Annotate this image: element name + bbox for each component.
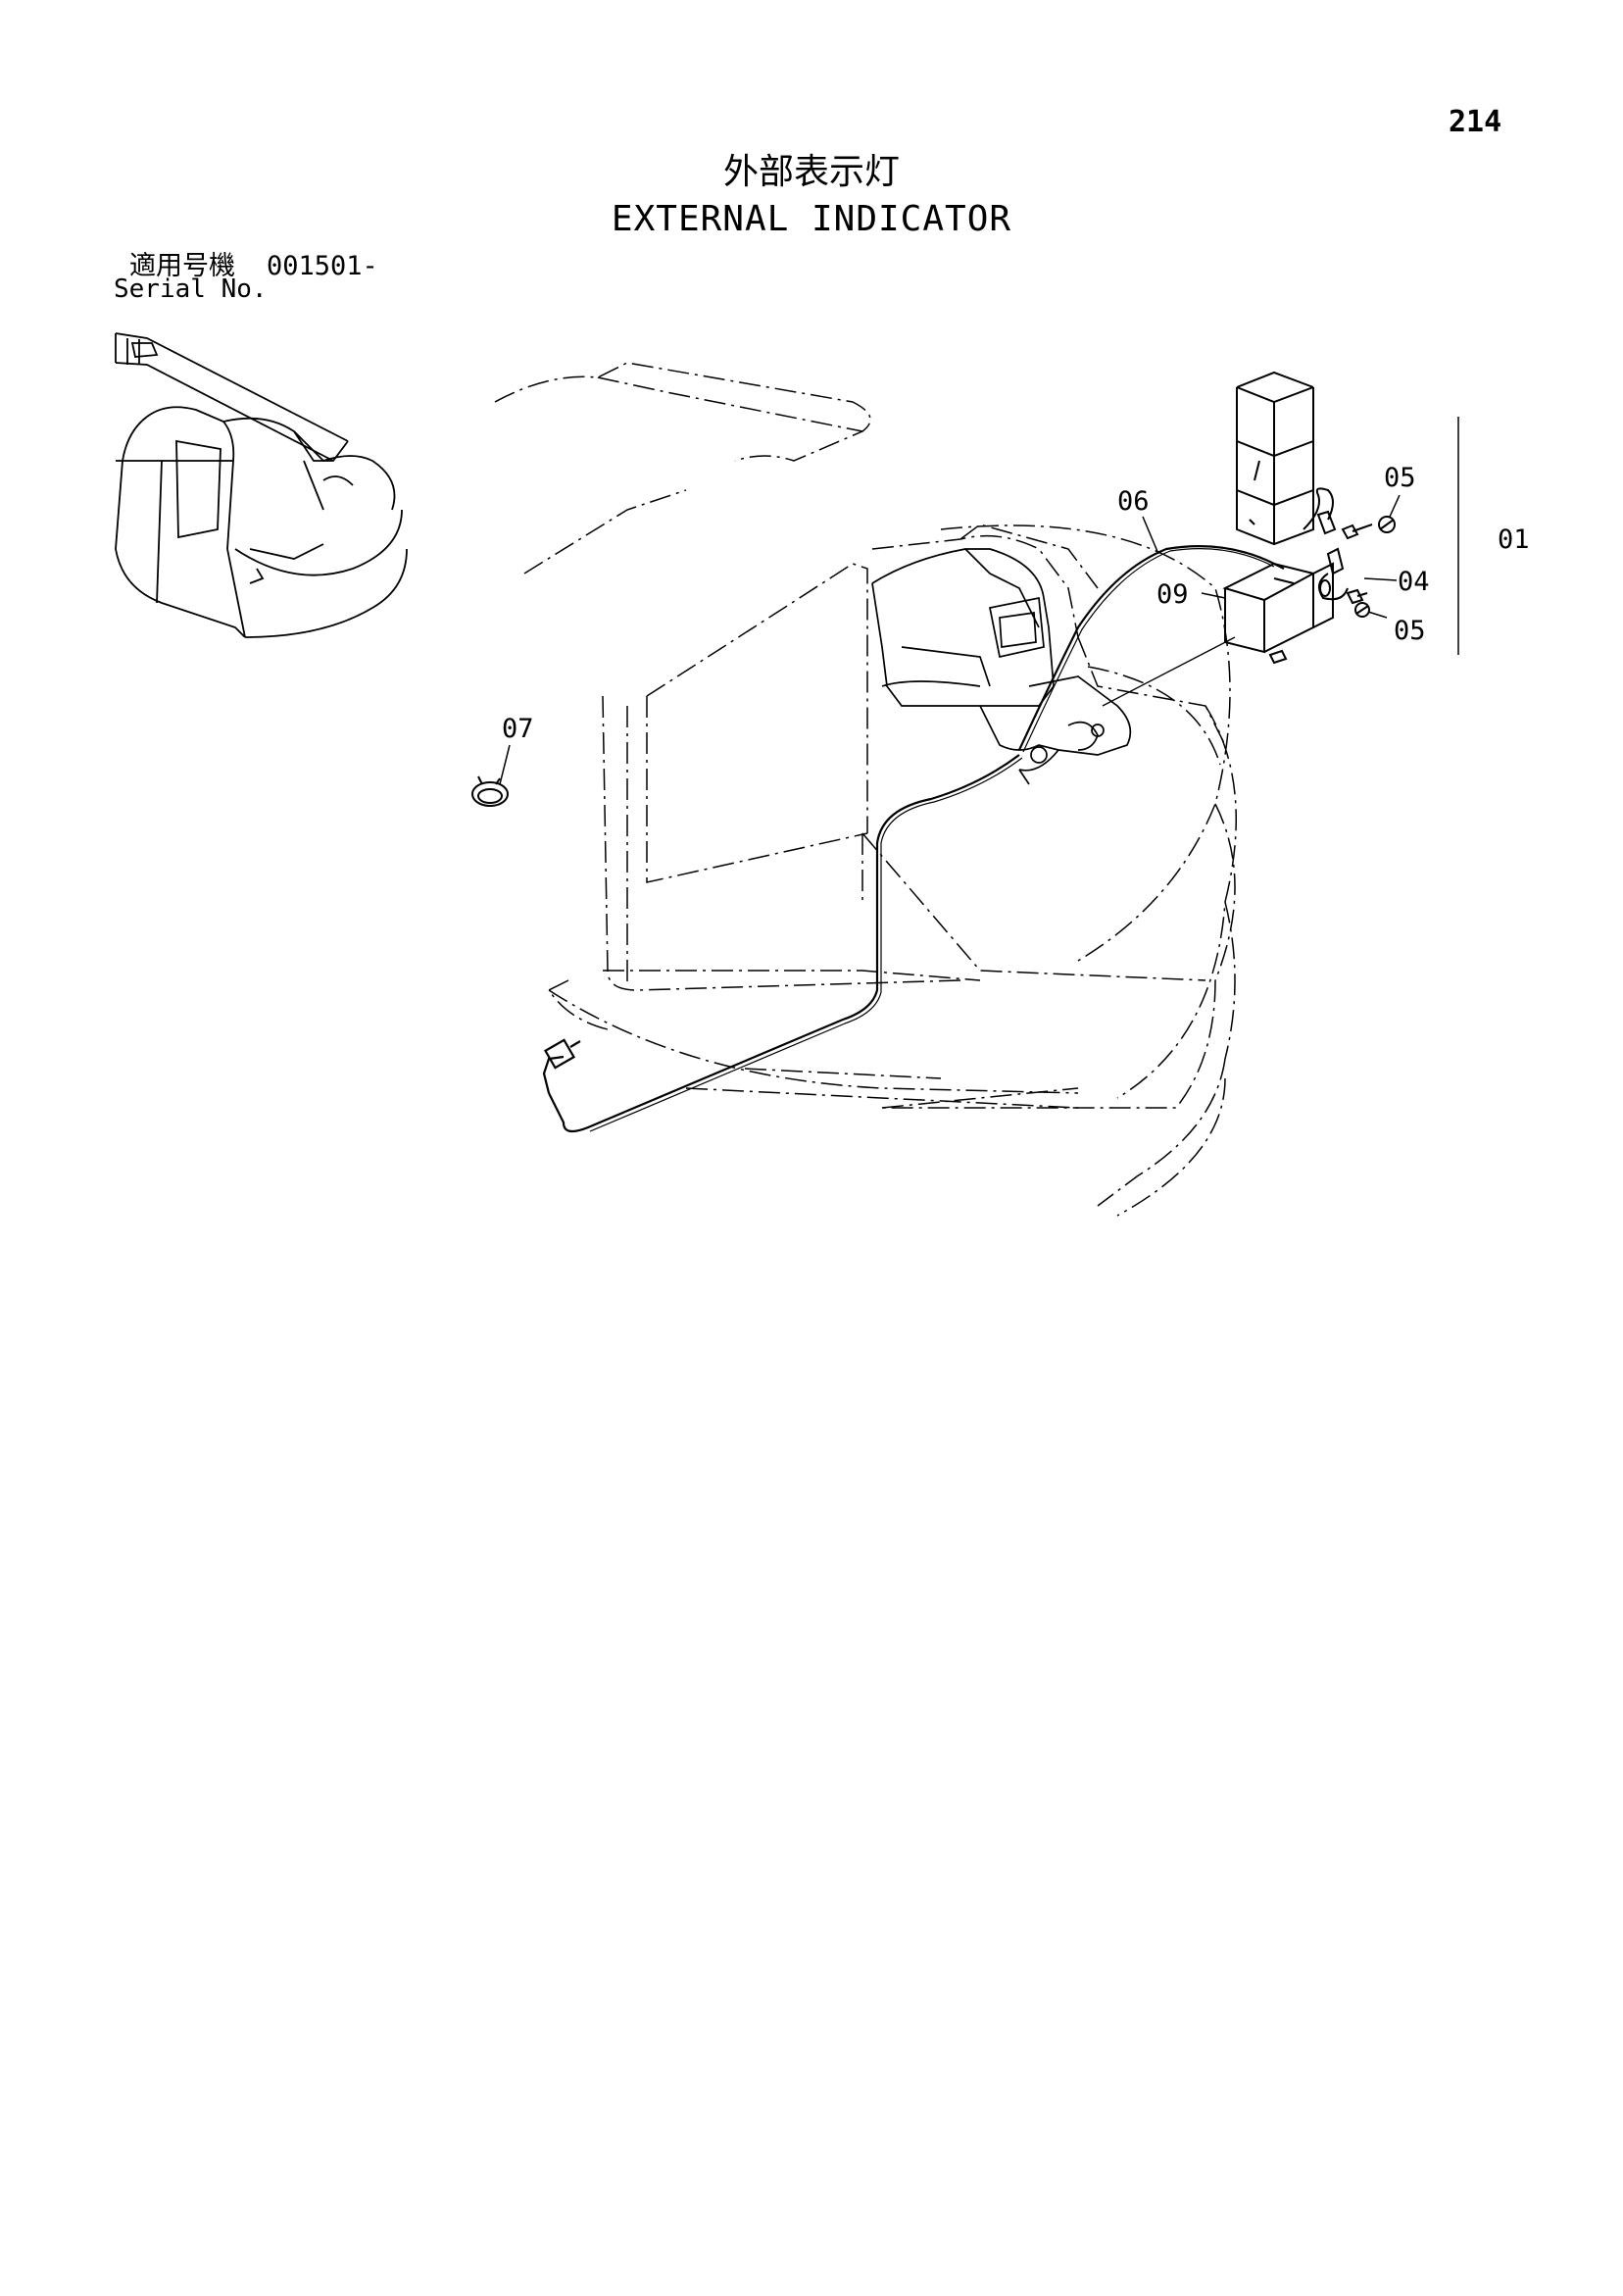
serial-label-english: Serial No.: [114, 275, 268, 304]
serial-range: 001501-: [267, 251, 378, 281]
beacon-lamp: [1236, 371, 1334, 546]
serial-label-japanese: 適用号機: [129, 251, 235, 281]
machine-overview-inset: [115, 332, 408, 638]
callout-04: 04: [1398, 567, 1430, 597]
machine-body-outline: [494, 362, 1237, 1217]
callout-05-bottom: 05: [1394, 616, 1426, 646]
callout-06: 06: [1117, 486, 1150, 517]
title-japanese: 外部表示灯: [722, 152, 900, 192]
callout-09: 09: [1156, 579, 1189, 610]
boom-foot-structure: [871, 548, 1132, 785]
hose-clamp: [471, 775, 509, 807]
wire-harness: [542, 545, 1285, 1133]
callout-01: 01: [1498, 524, 1530, 555]
callout-05-top: 05: [1384, 463, 1416, 493]
page-number: 214: [1449, 105, 1502, 139]
title-english: EXTERNAL INDICATOR: [611, 199, 1012, 239]
mounting-bracket: [1222, 510, 1396, 665]
callout-leaders: [499, 417, 1459, 785]
callout-07: 07: [502, 714, 534, 744]
